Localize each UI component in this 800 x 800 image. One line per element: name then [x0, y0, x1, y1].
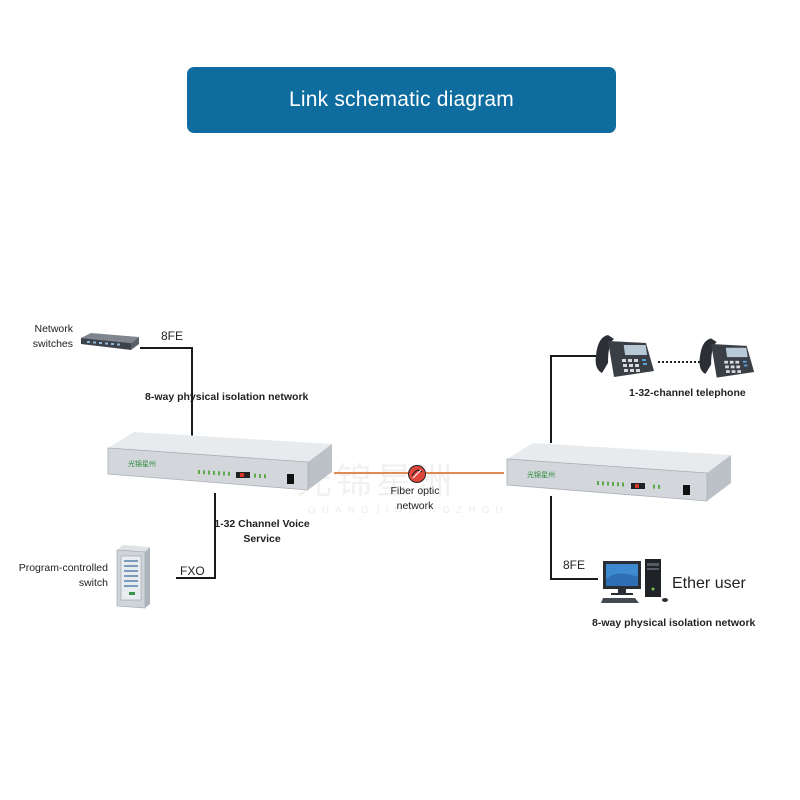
switch-link-vertical [191, 347, 193, 437]
pbx-link-vertical [214, 493, 216, 579]
telephone-label: 1-32-channel telephone [629, 387, 746, 399]
phone-link-horizontal [550, 355, 596, 357]
device-brand-left: 光锦星州 [128, 459, 156, 468]
device-brand-right: 光锦星州 [527, 470, 555, 479]
fiber-connector-icon [408, 465, 426, 483]
watermark-subtext: GUANGJINXINGZHOU [308, 505, 509, 516]
pc-link-vertical [550, 496, 552, 580]
ip-telephone-icon [699, 338, 755, 378]
optical-multiplexer-right-icon: 光锦星州 [506, 443, 731, 502]
network-switch-icon [81, 333, 139, 350]
switch-link-horizontal [140, 347, 193, 349]
phone-link-vertical [550, 355, 552, 443]
telephone-ellipsis-line [658, 361, 700, 363]
ether-user-label: Ether user [672, 575, 746, 592]
diagram-title: Link schematic diagram [289, 88, 514, 111]
pbx-link-horizontal [176, 577, 216, 579]
pc-link-horizontal [550, 578, 598, 580]
fe-right-label: 8FE [563, 558, 586, 572]
pbx-cabinet-icon [116, 545, 150, 609]
isolation-network-left-label: 8-way physical isolation network [145, 391, 309, 403]
network-switches-label: Network switches [32, 323, 73, 351]
fiber-optic-network-label: Fiber optic network [390, 485, 440, 513]
isolation-network-right-label: 8-way physical isolation network [592, 617, 756, 629]
optical-multiplexer-left-icon: 光锦星州 [107, 432, 332, 491]
fxo-label: FXO [180, 564, 205, 578]
desktop-computer-icon [601, 559, 668, 603]
fe-left-label: 8FE [161, 329, 184, 343]
program-controlled-switch-label: Program-controlled switch [18, 562, 108, 590]
voice-service-label: 1-32 Channel Voice Service [214, 518, 310, 546]
ip-telephone-icon [595, 335, 654, 377]
diagram-title-banner: Link schematic diagram [187, 67, 616, 133]
